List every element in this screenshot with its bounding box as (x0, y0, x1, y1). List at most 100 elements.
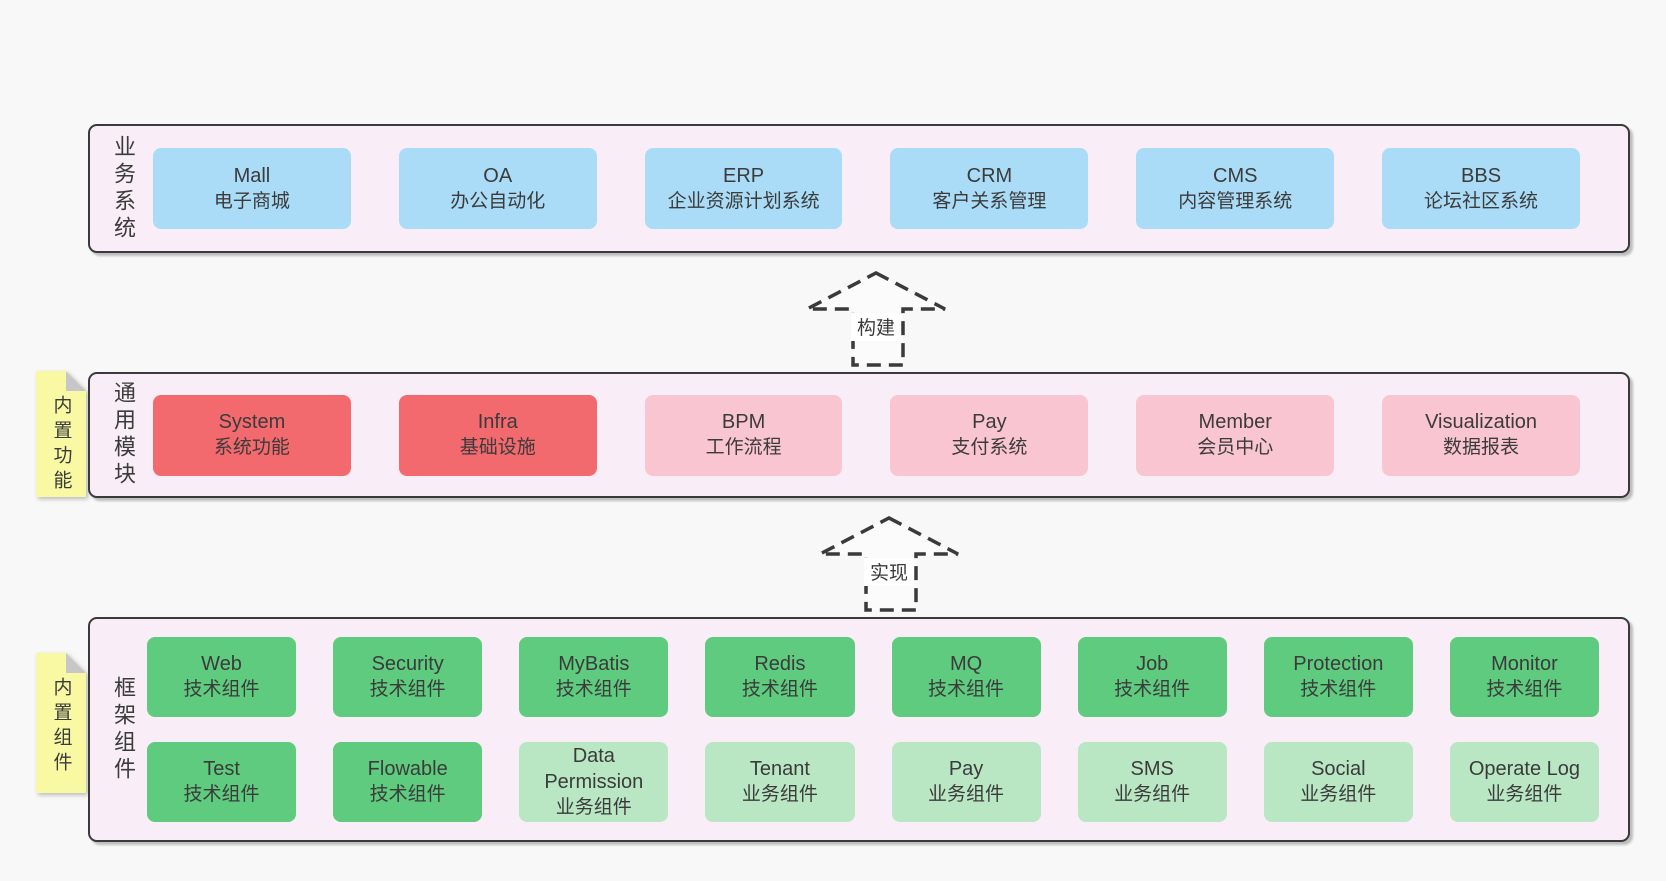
note-built-in-features: 内置功能 (36, 371, 86, 497)
box-test: Test 技术组件 (147, 742, 297, 822)
box-system: System 系统功能 (153, 394, 351, 476)
box-title: SMS (1130, 758, 1174, 780)
box-title: Security (371, 653, 444, 675)
arrow-label: 实现 (870, 562, 908, 584)
note-built-in-components: 内置组件 (36, 653, 86, 793)
layer-business-systems: 业务系统 Mall 电子商城 OA 办公自动化 ERP 企业资源计划系统 CRM… (88, 124, 1630, 253)
box-monitor: Monitor 技术组件 (1449, 637, 1599, 717)
box-title: ERP (723, 164, 765, 187)
box-pay: Pay 支付系统 (890, 394, 1089, 476)
box-bpm: BPM 工作流程 (644, 394, 843, 476)
layer-label-framework-components: 框架组件 (111, 675, 136, 784)
box-subtitle: 业务组件 (1486, 784, 1563, 805)
box-mall: Mall 电子商城 (153, 148, 351, 229)
box-title: Job (1136, 653, 1169, 675)
box-subtitle: 客户关系管理 (932, 190, 1047, 212)
box-protection: Protection 技术组件 (1263, 637, 1413, 717)
box-subtitle: 技术组件 (369, 784, 446, 805)
box-subtitle: 技术组件 (183, 679, 260, 700)
box-subtitle: 业务组件 (928, 784, 1005, 805)
box-title: Web (201, 653, 242, 675)
box-title: Infra (477, 411, 518, 433)
box-mybatis: MyBatis 技术组件 (519, 637, 669, 717)
layer-framework-components: 框架组件 Web 技术组件 Security 技术组件 MyBatis 技术组件… (88, 617, 1630, 842)
box-title: Operate Log (1468, 758, 1581, 780)
box-subtitle: 技术组件 (555, 679, 632, 700)
box-subtitle: 业务组件 (1300, 784, 1377, 805)
box-web: Web 技术组件 (147, 637, 297, 717)
box-subtitle: 技术组件 (1486, 679, 1563, 700)
folded-corner-icon (66, 371, 86, 391)
framework-components-row-1: Web 技术组件 Security 技术组件 MyBatis 技术组件 Redi… (147, 637, 1599, 717)
box-subtitle: 数据报表 (1443, 437, 1520, 458)
folded-corner-icon (66, 653, 86, 673)
layer-label-common-modules: 通用模块 (111, 381, 136, 489)
box-subtitle: 技术组件 (928, 679, 1005, 700)
box-crm: CRM 客户关系管理 (890, 148, 1089, 229)
box-subtitle: 工作流程 (705, 437, 782, 458)
box-title: Redis (754, 653, 806, 675)
box-subtitle: 技术组件 (183, 784, 260, 805)
box-title: Monitor (1491, 653, 1558, 675)
box-subtitle: 技术组件 (1114, 679, 1191, 700)
box-subtitle: 论坛社区系统 (1424, 190, 1539, 212)
box-sms: SMS 业务组件 (1077, 742, 1227, 822)
box-title: OA (483, 164, 513, 187)
arrow-label: 构建 (857, 317, 895, 339)
business-systems-row: Mall 电子商城 OA 办公自动化 ERP 企业资源计划系统 CRM 客户关系… (153, 148, 1580, 229)
box-subtitle: 支付系统 (951, 437, 1028, 458)
box-title: MyBatis (558, 653, 630, 675)
box-mq: MQ 技术组件 (891, 637, 1041, 717)
box-subtitle: 技术组件 (741, 679, 818, 700)
box-subtitle: 技术组件 (1300, 679, 1377, 700)
box-oa: OA 办公自动化 (398, 148, 597, 229)
box-subtitle: 业务组件 (741, 784, 818, 805)
box-title: Flowable (367, 758, 448, 780)
box-flowable: Flowable 技术组件 (333, 742, 483, 822)
box-title: Pay (948, 758, 984, 780)
box-title: MQ (949, 653, 983, 675)
box-pay-biz: Pay 业务组件 (891, 742, 1041, 822)
box-subtitle: 内容管理系统 (1178, 190, 1293, 212)
box-subtitle: 业务组件 (1114, 784, 1191, 805)
box-erp: ERP 企业资源计划系统 (644, 148, 843, 229)
box-cms: CMS 内容管理系统 (1136, 148, 1335, 229)
layer-common-modules: 通用模块 System 系统功能 Infra 基础设施 BPM 工作流程 Pay… (88, 372, 1630, 498)
box-subtitle: 办公自动化 (450, 190, 546, 212)
box-title: BBS (1461, 164, 1502, 187)
box-subtitle: 电子商城 (213, 190, 290, 212)
build-arrow: 构建 (806, 271, 946, 367)
arrow-label-bg (851, 313, 901, 341)
box-title: Pay (972, 411, 1007, 433)
box-redis: Redis 技术组件 (705, 637, 855, 717)
box-data-permission: Data Permission 业务组件 (519, 742, 669, 822)
box-title: BPM (721, 411, 766, 433)
note-label: 内置功能 (50, 395, 72, 495)
box-title: Mall (233, 164, 271, 187)
box-infra: Infra 基础设施 (398, 394, 597, 476)
box-title: Social (1311, 758, 1366, 780)
box-subtitle: 系统功能 (213, 437, 290, 458)
box-subtitle: 企业资源计划系统 (667, 190, 820, 212)
box-title: Protection (1293, 653, 1384, 675)
box-operate-log: Operate Log 业务组件 (1449, 742, 1599, 822)
box-subtitle: 会员中心 (1197, 437, 1274, 458)
box-social: Social 业务组件 (1263, 742, 1413, 822)
framework-components-row-2: Test 技术组件 Flowable 技术组件 Data Permission … (147, 742, 1599, 822)
box-title: Member (1198, 411, 1272, 433)
box-security: Security 技术组件 (333, 637, 483, 717)
implement-arrow: 实现 (819, 516, 959, 612)
box-title: CMS (1213, 164, 1258, 187)
layer-label-business-systems: 业务系统 (111, 134, 136, 243)
box-title: CRM (966, 164, 1013, 187)
box-bbs: BBS 论坛社区系统 (1382, 148, 1580, 229)
box-title: Test (203, 758, 240, 780)
box-visualization: Visualization 数据报表 (1382, 394, 1580, 476)
box-title: Tenant (749, 758, 810, 780)
sticky-note: 内置组件 (36, 653, 86, 793)
sticky-note: 内置功能 (36, 371, 86, 497)
arrow-label-bg (864, 558, 914, 586)
box-subtitle: 基础设施 (459, 437, 536, 458)
box-job: Job 技术组件 (1077, 637, 1227, 717)
